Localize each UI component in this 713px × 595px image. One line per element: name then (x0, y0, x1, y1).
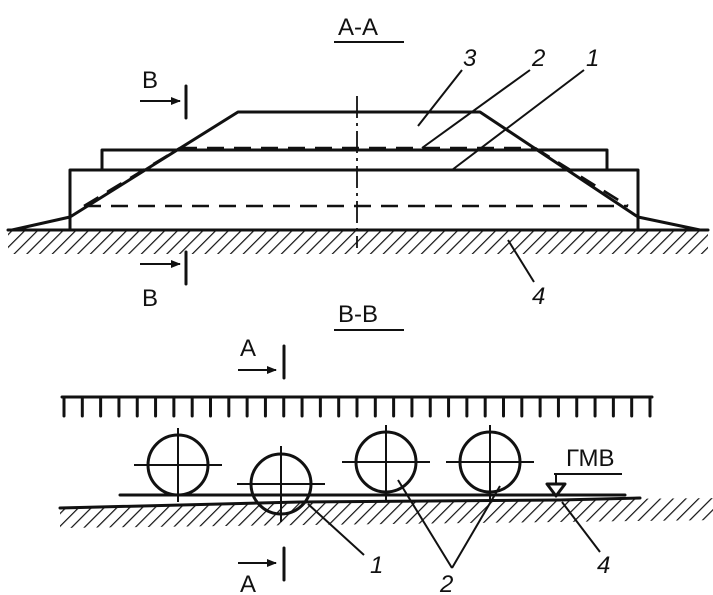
callout-bb-4: 4 (597, 552, 610, 579)
cut-mark-a-top: А (238, 335, 286, 380)
callout-2: 2 (531, 45, 545, 72)
comb-teeth (62, 395, 652, 418)
leader-1 (451, 69, 585, 171)
ground-hatch-bb (60, 498, 713, 528)
callout-4: 4 (532, 283, 545, 310)
body-1 (68, 168, 640, 232)
pipe-1 (134, 428, 222, 502)
leader-2 (421, 69, 531, 149)
hidden-slope-left (83, 146, 181, 208)
pipe-4 (446, 425, 534, 500)
body-2 (100, 148, 609, 172)
fill-embankment-3 (10, 110, 702, 232)
cut-mark-a-bottom-label: А (240, 571, 256, 595)
leader-4 (507, 239, 535, 283)
water-level-label: ГМВ (566, 445, 614, 472)
cut-mark-b-top: В (140, 67, 188, 120)
ground-line-bb (58, 496, 642, 510)
cut-mark-a-top-label: А (240, 335, 256, 362)
leader-bb-2a (397, 479, 453, 569)
cut-mark-b-bottom: В (140, 250, 188, 312)
pipe-3 (342, 425, 430, 500)
callout-bb-1: 1 (370, 552, 383, 579)
leader-bb-2b (451, 485, 501, 569)
callout-bb-2: 2 (439, 571, 453, 595)
cut-mark-a-bottom: А (238, 546, 286, 595)
leader-bb-4 (561, 501, 601, 553)
section-bb-title: В-В (338, 301, 378, 328)
callout-1: 1 (586, 45, 599, 72)
water-level-triangle (545, 482, 567, 498)
water-level-marker: ГМВ (545, 445, 622, 498)
section-aa: А-А В В 3 2 1 4 (6, 14, 710, 312)
callout-3: 3 (463, 45, 477, 72)
pipe-2 (237, 446, 325, 522)
hidden-slope-right (534, 146, 629, 208)
leader-bb-1 (307, 503, 365, 556)
ground-hatch (8, 230, 708, 254)
leader-3 (417, 69, 463, 127)
cut-mark-b-bottom-label: В (142, 285, 158, 312)
section-bb: В-В А (58, 301, 713, 595)
section-aa-title: А-А (338, 14, 378, 41)
cut-mark-b-top-label: В (142, 67, 158, 94)
